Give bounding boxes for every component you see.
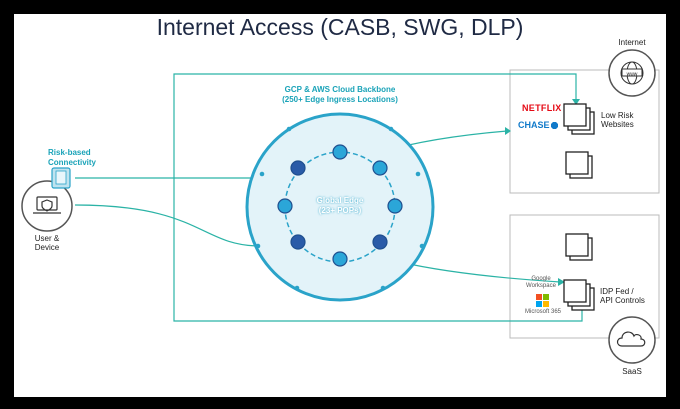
- app-stack-internet-2: [565, 151, 593, 179]
- saas-label: SaaS: [622, 367, 642, 376]
- chase-logo-icon: [551, 122, 558, 129]
- arrow-lowrisk: [505, 127, 511, 135]
- arrow-idp: [558, 278, 565, 286]
- pop-node: [372, 234, 388, 250]
- cloud-icon: [616, 331, 646, 347]
- globe-www-icon: [620, 61, 644, 85]
- route-to-saas: [173, 178, 583, 322]
- pop-node: [332, 144, 348, 160]
- laptop-shield-icon: [33, 196, 61, 214]
- app-stack-idp: [563, 279, 595, 311]
- ring-dot: [388, 126, 394, 132]
- risk-connectivity-label: Risk-based Connectivity: [48, 148, 97, 167]
- microsoft-365-logo: Microsoft 365: [524, 309, 561, 315]
- ring-dot: [259, 171, 265, 177]
- app-stack-lowrisk: [563, 103, 595, 135]
- route-user-edge: [74, 204, 259, 247]
- arrow-internet: [572, 99, 580, 105]
- pop-node: [290, 160, 306, 176]
- global-edge-circle: [245, 112, 435, 302]
- ring-dot: [286, 126, 292, 132]
- internet-label: Internet: [618, 38, 646, 47]
- microsoft-logo-icon: [536, 294, 549, 307]
- ring-dot: [294, 285, 300, 291]
- idp-api-controls-label: IDP Fed / API Controls: [600, 287, 645, 305]
- global-edge-label: Global Edge (23+ POPs): [316, 196, 364, 215]
- pop-node: [372, 160, 388, 176]
- ring-dot: [255, 243, 261, 249]
- low-risk-websites-label: Low Risk Websites: [601, 111, 634, 129]
- svg-text:www: www: [627, 72, 638, 78]
- ring-dot: [419, 243, 425, 249]
- page-title: Internet Access (CASB, SWG, DLP): [156, 14, 524, 40]
- backbone-label: GCP & AWS Cloud Backbone (250+ Edge Ingr…: [282, 85, 398, 104]
- pop-node: [387, 198, 403, 214]
- chase-logo: CHASE: [518, 120, 550, 130]
- user-device-label: User & Device: [34, 234, 60, 252]
- netflix-logo: NETFLIX: [522, 103, 562, 113]
- pop-node: [290, 234, 306, 250]
- pop-node: [332, 251, 348, 267]
- route-to-internet: [173, 73, 577, 178]
- saas-icon: [608, 316, 656, 364]
- pop-node: [277, 198, 293, 214]
- user-device-icon: [21, 180, 73, 232]
- app-stack-saas-1: [565, 233, 593, 261]
- ring-dot: [415, 171, 421, 177]
- ring-dot: [380, 285, 386, 291]
- google-workspace-logo: Google Workspace: [526, 276, 556, 289]
